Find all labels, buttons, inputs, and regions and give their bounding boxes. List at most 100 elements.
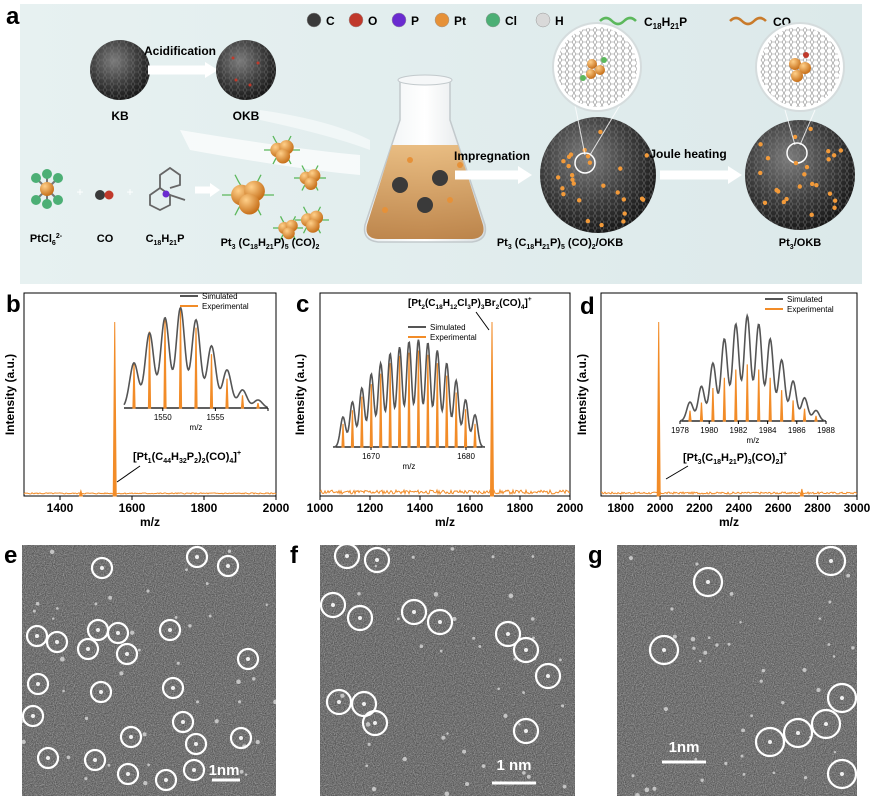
- experimental-peak: [780, 390, 784, 422]
- pt3-complex-okb-sphere-icon: [540, 117, 656, 233]
- cluster-marker-circle: [692, 566, 724, 598]
- inset-x-tick-label: 1550: [154, 413, 172, 422]
- inset-x-axis-label: m/z: [747, 436, 760, 445]
- inset-x-tick-label: 1555: [206, 413, 224, 422]
- experimental-peak: [407, 352, 411, 448]
- c18h21p-molecule-icon: [149, 166, 186, 212]
- joule-heating-label: Joule heating: [649, 147, 726, 161]
- chart-d-annotation: [Pt3(C18H21P)3(CO)2]+: [683, 451, 787, 466]
- plot-frame: [600, 292, 858, 497]
- experimental-peak: [802, 408, 807, 422]
- cluster-marker-circle: [815, 545, 847, 577]
- inset-x-tick-label: 1978: [671, 426, 689, 435]
- cluster-marker-circle: [158, 618, 182, 642]
- x-axis-label: m/z: [435, 515, 455, 529]
- panel-label-a: a: [6, 3, 20, 30]
- cluster-marker-circle: [185, 545, 209, 569]
- cluster-marker-circle: [363, 546, 391, 574]
- x-tick-label: 3000: [844, 501, 871, 515]
- micrograph-f: 1 nm: [320, 545, 575, 796]
- complex-label: Pt3 (C18H21P)5 (CO)2: [221, 237, 320, 251]
- x-tick-label: 2200: [686, 501, 713, 515]
- experimental-peak: [454, 392, 458, 448]
- experimental-peak: [350, 410, 355, 448]
- x-tick-label: 1400: [47, 501, 74, 515]
- panel-label-e: e: [4, 542, 17, 569]
- impregnation-label: Impregnation: [454, 149, 530, 163]
- simulated-curve: [123, 306, 268, 409]
- cluster-marker-circle: [76, 637, 100, 661]
- cluster-marker-circle: [754, 726, 786, 758]
- plus-icon-2: +: [126, 185, 133, 199]
- pt3-cluster-icon: [222, 174, 274, 216]
- cluster-marker-circle: [83, 748, 107, 772]
- plot-frame: [23, 292, 277, 497]
- joule-arrow-icon: [728, 166, 742, 184]
- pt3-cluster-icon: [295, 206, 329, 234]
- legend-ligand-c18h21p: C18H21P: [644, 15, 687, 31]
- ligand-legend: C18H21P CO: [599, 15, 791, 31]
- pt3-cluster-icon: [294, 165, 326, 191]
- inset-x-tick-label: 1988: [817, 426, 835, 435]
- atom-legend-label: Cl: [505, 14, 517, 28]
- atom-legend-label: H: [555, 14, 564, 28]
- experimental-peak: [360, 396, 364, 448]
- x-tick-label: 2000: [263, 501, 290, 515]
- baseline-trace: [23, 492, 277, 495]
- cluster-marker-circle: [810, 708, 842, 740]
- x-tick-label: 2400: [725, 501, 752, 515]
- cluster-marker-circle: [161, 676, 185, 700]
- experimental-peak: [369, 384, 373, 448]
- cluster-marker-circle: [512, 636, 540, 664]
- cluster-marker-circle: [89, 680, 113, 704]
- cluster-marker-circle: [346, 604, 374, 632]
- experimental-peak: [240, 395, 245, 409]
- arrow-to-complex-icon: [210, 183, 220, 197]
- experimental-peak: [768, 377, 772, 422]
- x-tick-label: 2000: [647, 501, 674, 515]
- x-axis-label: m/z: [719, 515, 739, 529]
- micrograph-e: 1nm: [22, 545, 276, 796]
- x-tick-label: 2000: [557, 501, 584, 515]
- baseline-trace: [319, 488, 571, 496]
- cluster-marker-circle: [115, 642, 139, 666]
- legend-simulated-label: Simulated: [430, 323, 466, 332]
- c18h21p-label: C18H21P: [146, 233, 185, 247]
- cluster-marker-circle: [333, 545, 361, 570]
- experimental-peak: [225, 378, 229, 409]
- c18h21p-line-icon: [599, 16, 637, 26]
- chart-d-annotation-arrow: [665, 465, 689, 480]
- spectrum-peak: [489, 321, 495, 497]
- cluster-marker-circle: [361, 709, 389, 737]
- experimental-peak: [757, 369, 761, 422]
- inset-x-tick-label: 1680: [457, 452, 475, 461]
- experimental-peak: [256, 402, 260, 409]
- inset-x-tick-label: 1980: [700, 426, 718, 435]
- x-tick-label: 2800: [804, 501, 831, 515]
- experimental-peak: [416, 350, 421, 448]
- experimental-peak: [473, 423, 477, 448]
- x-tick-label: 1800: [507, 501, 534, 515]
- experimental-peak: [791, 400, 795, 422]
- product2-label: Pt3/OKB: [779, 237, 821, 251]
- inset-x-tick-label: 1982: [730, 426, 748, 435]
- spectrum-peak: [656, 321, 661, 497]
- cluster-marker-circle: [26, 672, 50, 696]
- panel-label-f: f: [290, 542, 299, 569]
- ptcl6-label: PtCl62-: [30, 233, 63, 247]
- x-tick-label: 1200: [357, 501, 384, 515]
- experimental-peak: [397, 355, 402, 448]
- experimental-peak: [814, 415, 818, 422]
- chart-c-annotation: [Pt2(C18H12Cl3P)3Br2(CO)4]+: [408, 296, 532, 311]
- legend-experimental-label: Experimental: [787, 305, 834, 314]
- flask-icon: [363, 74, 487, 243]
- cluster-marker-circle: [826, 758, 857, 790]
- cluster-marker-circle: [320, 591, 347, 619]
- kb-sphere-icon: [90, 40, 150, 100]
- experimental-peak: [341, 423, 345, 448]
- atom-c-icon: [306, 12, 322, 28]
